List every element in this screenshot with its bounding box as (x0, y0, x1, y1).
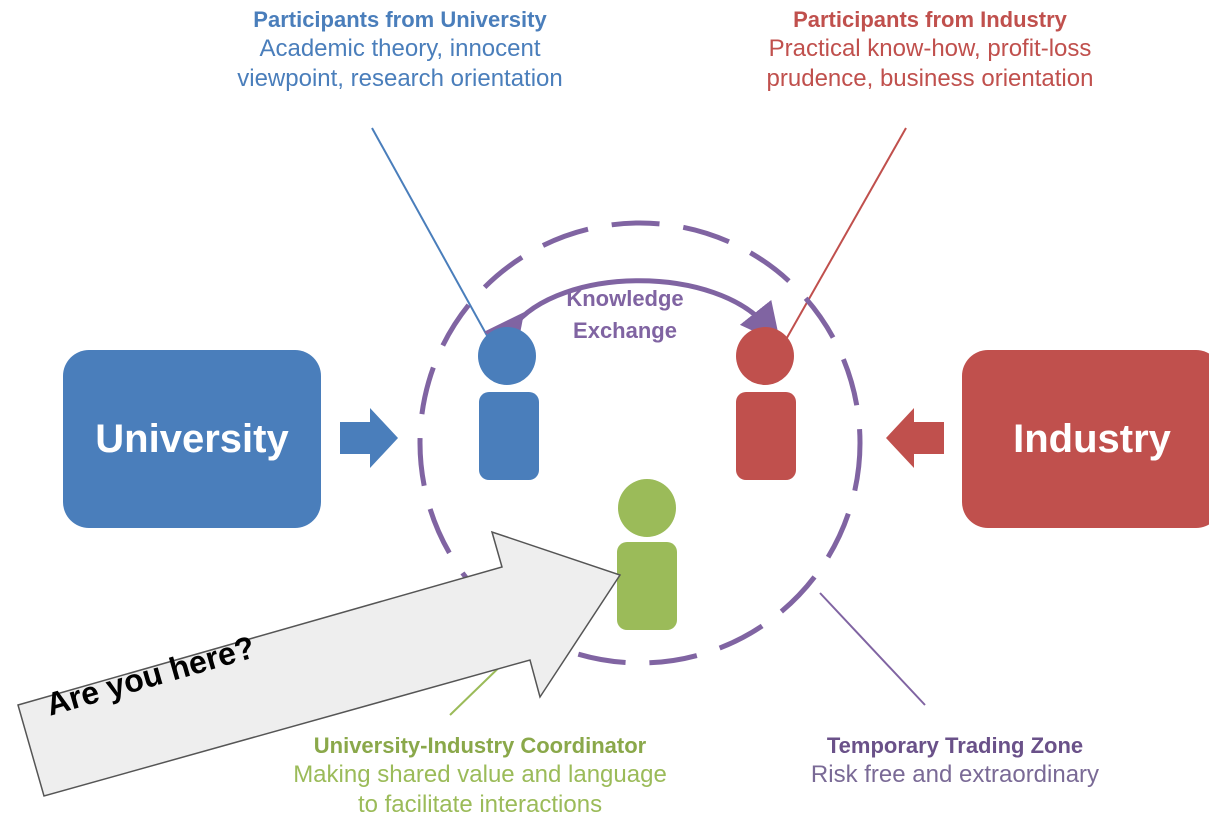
industry-leader-line (779, 127, 907, 351)
university-participants-title: Participants from University (253, 7, 547, 32)
university-leader-line (371, 127, 496, 351)
university-participants-line1: Academic theory, innocent (259, 34, 541, 62)
coordinator-caption: University-Industry Coordinator Making s… (240, 732, 720, 820)
university-participants-caption: Participants from University Academic th… (195, 6, 605, 94)
person-icon-industry (736, 327, 796, 480)
exchange-arrow-icon (483, 278, 781, 357)
industry-participants-line1: Practical know-how, profit-loss (768, 34, 1092, 62)
arrow-left-icon (886, 408, 944, 468)
industry-participants-title: Participants from Industry (793, 7, 1067, 32)
coordinator-line1: Making shared value and language (293, 760, 667, 788)
knowledge-exchange-line1: Knowledge (566, 286, 684, 311)
university-box-label: University (95, 416, 289, 461)
industry-participants-caption: Participants from Industry Practical kno… (710, 6, 1150, 94)
person-icon-coordinator (617, 479, 677, 630)
coordinator-line2: to facilitate interactions (357, 790, 603, 818)
trading-zone-title: Temporary Trading Zone (826, 733, 1084, 758)
zone-leader-line (819, 592, 926, 706)
trading-zone-line1: Risk free and extraordinary (810, 760, 1100, 788)
person-icon-university (478, 327, 539, 480)
trading-zone-circle (417, 220, 863, 666)
coordinator-title: University-Industry Coordinator (313, 733, 647, 758)
arrow-right-icon (340, 408, 398, 468)
knowledge-exchange-label: Knowledge Exchange (540, 283, 710, 347)
university-participants-line2: viewpoint, research orientation (237, 64, 563, 92)
industry-box: Industry (962, 350, 1209, 528)
knowledge-exchange-line2: Exchange (573, 317, 677, 343)
trading-zone-caption: Temporary Trading Zone Risk free and ext… (760, 732, 1150, 790)
industry-participants-line2: prudence, business orientation (766, 64, 1094, 92)
university-box: University (63, 350, 321, 528)
industry-box-label: Industry (1013, 416, 1171, 461)
callout-arrow (17, 530, 622, 797)
